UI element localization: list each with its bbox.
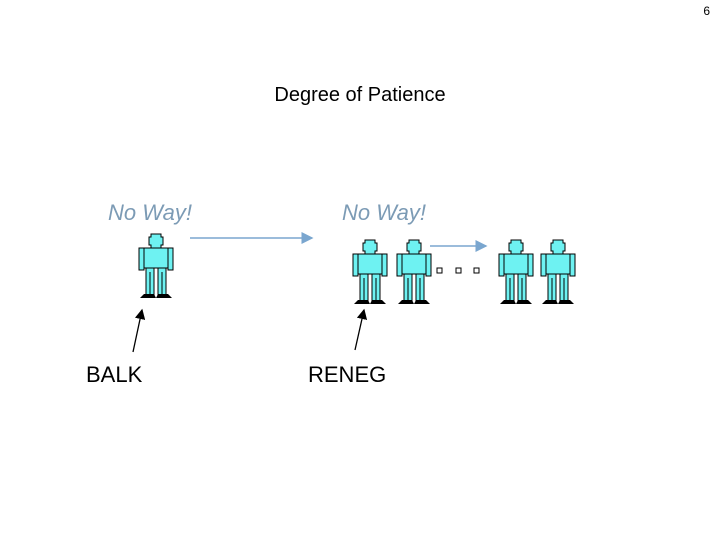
queue-person-icon-3 [498,239,534,305]
queue-person-icon-4 [540,239,576,305]
queue-person-icon-1 [352,239,388,305]
reneg-label: RENEG [308,362,387,387]
balk-person-icon [138,233,174,299]
slide-number: 6 [703,4,710,18]
reneg-quote: No Way! [342,200,426,225]
balk-label: BALK [86,362,143,387]
ellipsis-dots [436,267,480,274]
queue-person-icon-2 [396,239,432,305]
balk-pointer [132,308,146,353]
balk-quote: No Way! [108,200,192,225]
diagram-title: Degree of Patience [274,84,446,106]
reneg-pointer [354,308,368,351]
